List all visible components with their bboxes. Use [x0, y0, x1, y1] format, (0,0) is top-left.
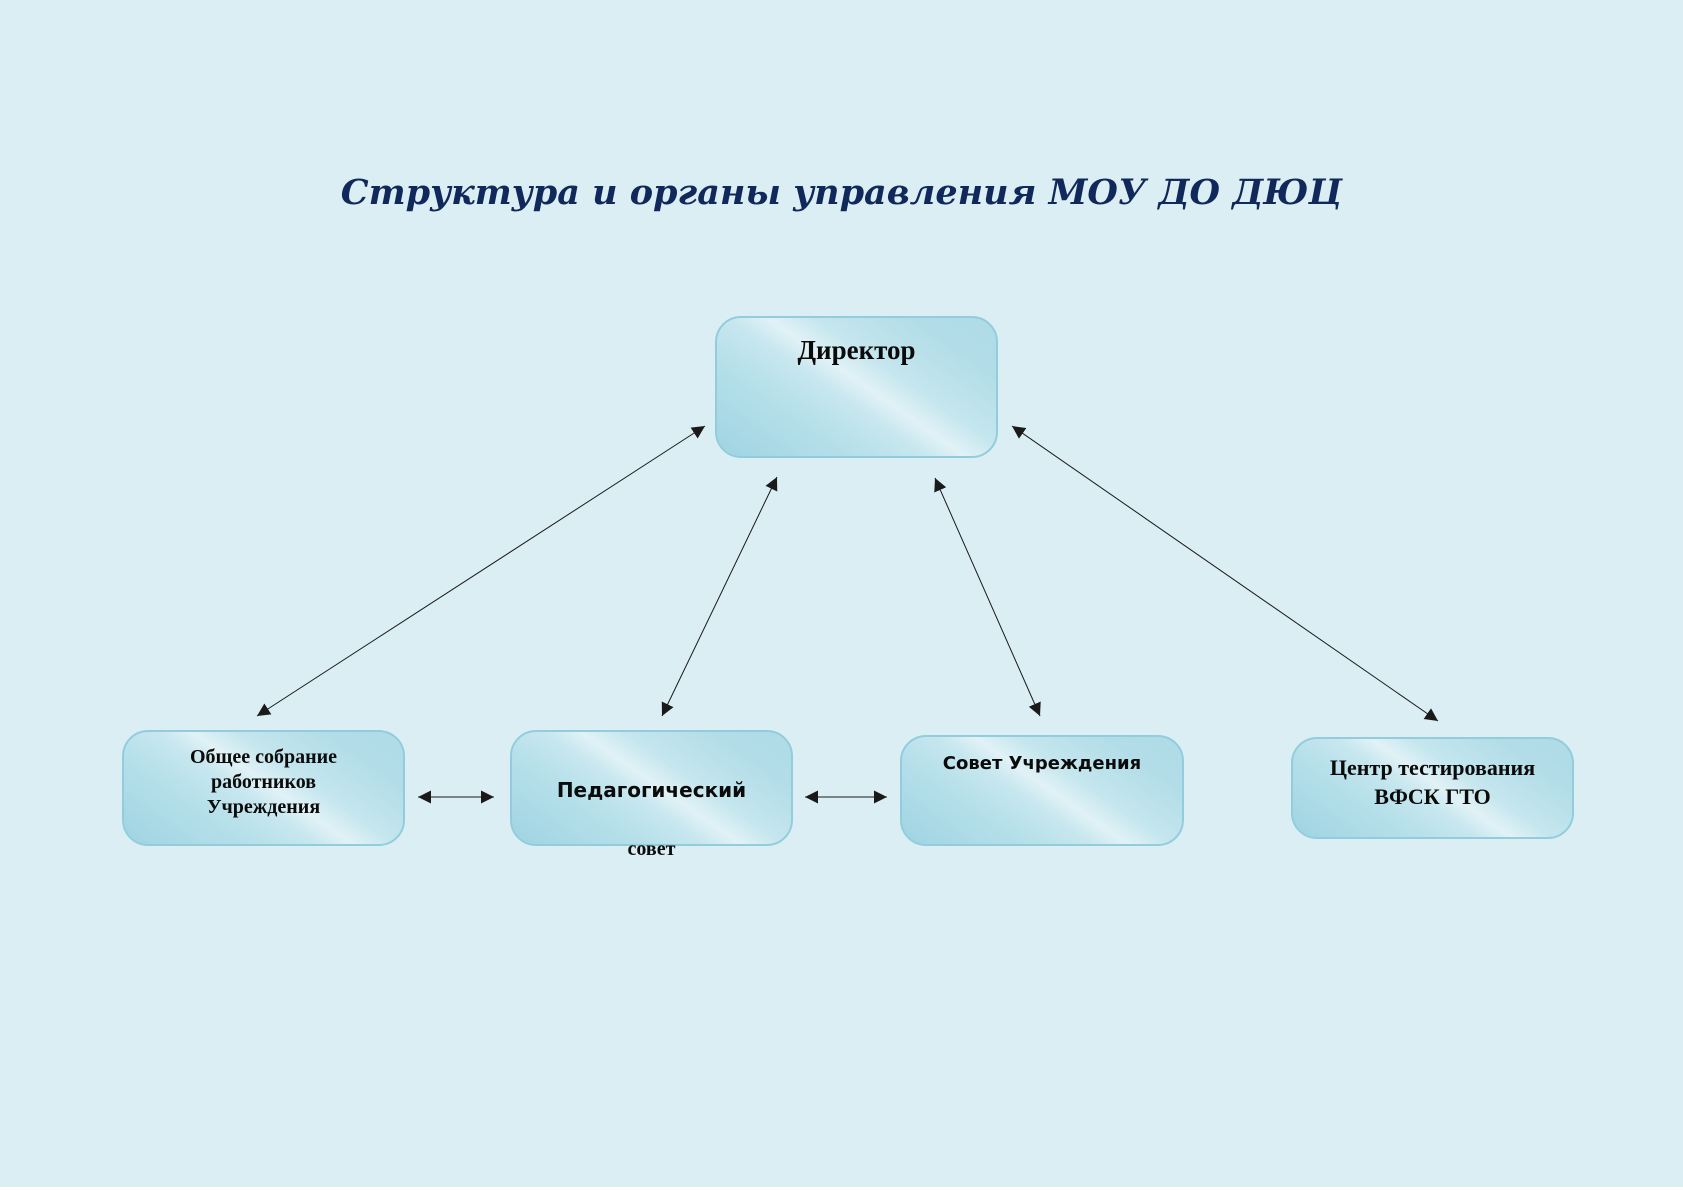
node-pedagogical-council-line1: Педагогический — [556, 778, 747, 802]
node-director: Директор — [715, 316, 998, 458]
node-pedagogical-council-line2: совет — [627, 838, 676, 860]
connector-director-pedagogical-council — [661, 476, 778, 717]
node-pedagogical-council: Педагогический совет — [510, 730, 793, 860]
node-gto-center-label: Центр тестирования ВФСК ГТО — [1329, 755, 1536, 809]
node-gto-center: Центр тестирования ВФСК ГТО — [1291, 737, 1574, 839]
node-institution-council-label: Совет Учреждения — [942, 753, 1142, 774]
node-director-label: Директор — [797, 335, 916, 365]
connector-director-gto-center — [1011, 425, 1439, 722]
connector-director-institution-council — [934, 477, 1041, 717]
connector-director-general-meeting — [256, 425, 706, 717]
node-pedagogical-council-label: Педагогический совет — [512, 732, 791, 864]
node-general-meeting: Общее собрание работников Учреждения — [122, 730, 405, 846]
diagram-title: Структура и органы управления МОУ ДО ДЮЦ — [340, 172, 1343, 213]
node-institution-council: Совет Учреждения — [900, 735, 1184, 846]
node-general-meeting-label: Общее собрание работников Учреждения — [189, 746, 338, 818]
